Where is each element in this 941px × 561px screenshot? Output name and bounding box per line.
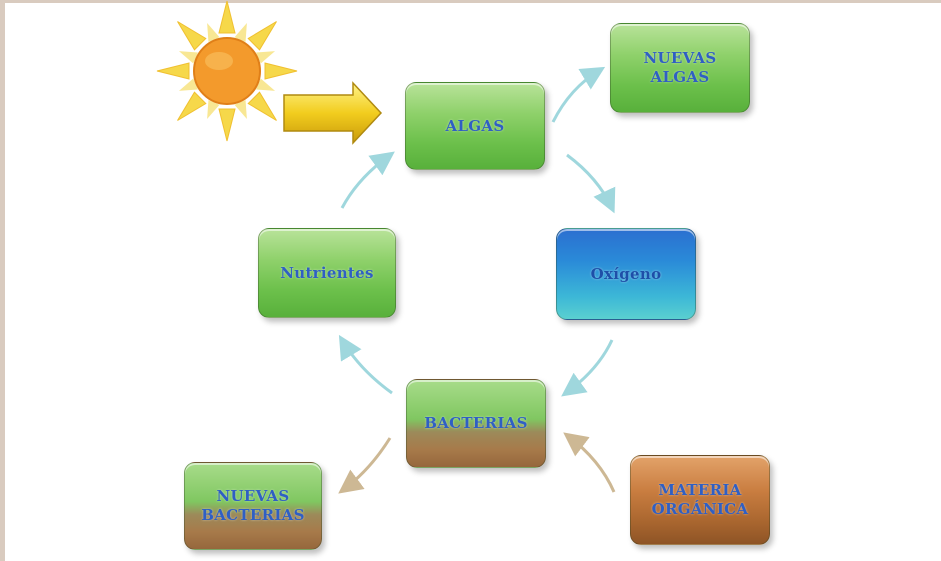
node-nuevas-algas: NUEVAS ALGAS (610, 23, 750, 113)
arrow-algas-to-nuevas-algas (551, 66, 606, 123)
arrow-bacterias-to-nutrientes (338, 334, 393, 395)
node-materia-organica-line-2: ORGÁNICA (651, 500, 749, 518)
node-oxigeno: Oxígeno (556, 228, 696, 320)
arrow-materia-organica-to-bacterias (563, 432, 616, 493)
node-materia-organica-line-1: MATERIA (658, 481, 742, 499)
node-materia-organica: MATERIA ORGÁNICA (630, 455, 770, 545)
sun-icon (156, 0, 298, 142)
node-nuevas-bacterias-line-1: NUEVAS (216, 487, 290, 505)
arrow-oxigeno-to-bacterias (561, 339, 614, 397)
node-algas: ALGAS (405, 82, 545, 170)
frame-border-left (0, 0, 5, 561)
arrow-nutrientes-to-algas (340, 151, 395, 209)
node-nutrientes-label: Nutrientes (280, 263, 374, 282)
node-nuevas-algas-line-1: NUEVAS (643, 49, 717, 67)
node-algas-label: ALGAS (445, 116, 505, 135)
node-materia-organica-text: MATERIA ORGÁNICA (652, 481, 749, 519)
node-nuevas-algas-line-2: ALGAS (650, 68, 710, 86)
node-nuevas-bacterias-line-2: BACTERIAS (201, 506, 305, 524)
arrow-bacterias-to-nuevas-bacterias (338, 437, 392, 494)
node-bacterias-label: BACTERIAS (424, 414, 528, 432)
node-nuevas-algas-text: NUEVAS ALGAS (644, 49, 717, 87)
block-arrow-icon (283, 81, 383, 145)
arrow-algas-to-oxigeno (566, 153, 616, 214)
node-nuevas-bacterias: NUEVAS BACTERIAS (184, 462, 322, 550)
node-oxigeno-label: Oxígeno (590, 264, 662, 283)
frame-border-top (0, 0, 941, 3)
node-bacterias: BACTERIAS (406, 379, 546, 468)
node-nuevas-bacterias-text: NUEVAS BACTERIAS (201, 487, 305, 525)
node-nutrientes: Nutrientes (258, 228, 396, 318)
